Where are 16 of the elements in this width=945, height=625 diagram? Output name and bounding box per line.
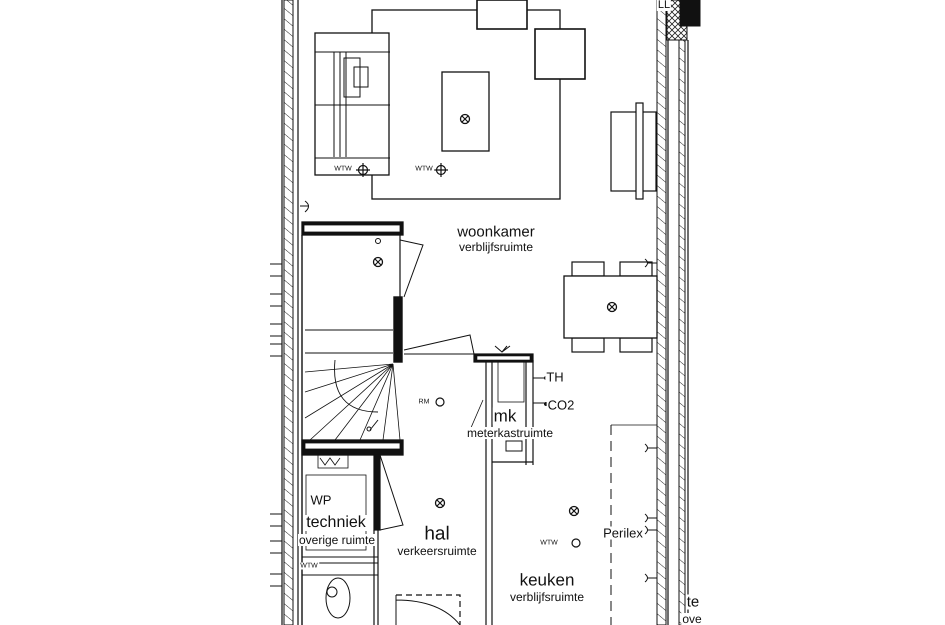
room-function: overige ruimte	[298, 534, 376, 546]
room-function: verblijfsruimte	[509, 591, 585, 603]
room-name: mk	[492, 408, 518, 424]
room-name: keuken	[518, 572, 576, 588]
room-name: te	[686, 594, 700, 610]
sensor-label: TH	[545, 370, 565, 384]
room-function: verkeersruimte	[396, 545, 478, 557]
socket-label: Perilex	[602, 526, 644, 540]
room-code: LL	[656, 0, 672, 11]
room-name: woonkamer	[456, 224, 536, 240]
sensor-label: CO2	[546, 398, 576, 412]
room-function: meterkastruimte	[466, 427, 554, 439]
room-name: techniek	[305, 515, 367, 531]
room-function: verblijfsruimte	[458, 241, 534, 253]
room-function: ove	[681, 613, 703, 625]
equipment-label: WP	[310, 494, 332, 506]
